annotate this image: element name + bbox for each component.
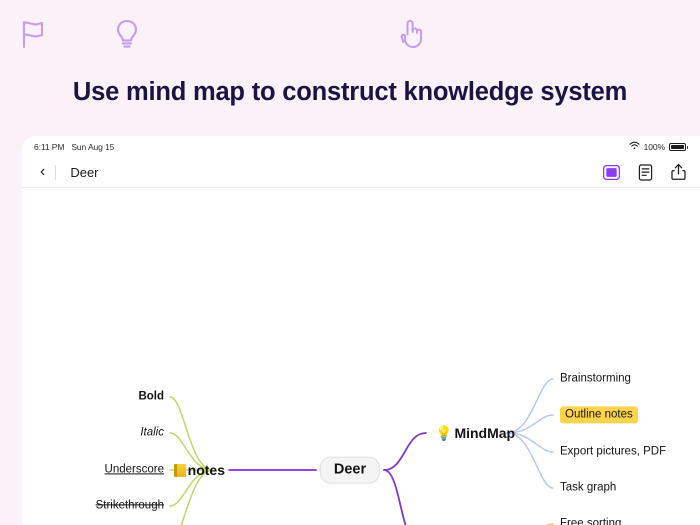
status-time: 6:11 PM	[34, 141, 65, 152]
node-label: Export pictures, PDF	[560, 445, 667, 458]
mindmap-leaf[interactable]: Task graph	[560, 481, 616, 494]
nav-actions	[603, 163, 686, 181]
node-label: Brainstorming	[560, 372, 631, 385]
node-label: Free sorting	[560, 517, 622, 525]
mindmap-leaf[interactable]: Outline notes	[560, 406, 638, 424]
mindmap-leaf[interactable]: Free sorting	[560, 517, 621, 525]
status-date: Sun Aug 15	[71, 141, 115, 152]
nav-bar: ‹ Deer	[22, 157, 700, 188]
node-label: Task graph	[560, 481, 617, 494]
document-title: Deer	[70, 164, 99, 180]
notes-folder-icon	[173, 463, 186, 477]
mindmap-connectors	[169, 378, 554, 525]
node-label: Underscore	[104, 463, 164, 476]
tablet-screen: 6:11 PM Sun Aug 15 100% ‹ Deer	[22, 136, 700, 525]
battery-icon	[669, 142, 688, 151]
outline-view-button[interactable]	[638, 163, 653, 181]
mindmap-root-label: Deer	[333, 461, 367, 478]
node-label: Bold	[138, 390, 164, 403]
mindmap-root-node[interactable]: Deer	[319, 456, 381, 484]
status-bar: 6:11 PM Sun Aug 15 100%	[22, 136, 700, 157]
mindmap-view-button[interactable]	[603, 164, 620, 180]
lightbulb-icon	[113, 18, 141, 57]
node-label: Outline notes	[560, 406, 638, 424]
status-bar-right: 100%	[629, 141, 688, 152]
mindmap-branch-notes[interactable]: notes	[173, 461, 225, 478]
mindmap-branch-mindmap[interactable]: 💡MindMap	[435, 425, 515, 441]
node-label: Italic	[140, 426, 164, 439]
status-bar-left: 6:11 PM Sun Aug 15	[34, 142, 114, 152]
page-title: Use mind map to construct knowledge syst…	[72, 78, 628, 106]
battery-percent: 100%	[643, 141, 665, 152]
branch-label: notes	[187, 461, 225, 478]
tap-hand-icon	[396, 17, 426, 56]
mindmap-leaf[interactable]: Underscore	[105, 463, 164, 476]
branch-label: MindMap	[454, 424, 516, 441]
lightbulb-emoji-icon: 💡	[435, 425, 453, 441]
mindmap-leaf[interactable]: Strikethrough	[96, 499, 164, 512]
node-label: Strikethrough	[95, 499, 164, 512]
share-button[interactable]	[671, 163, 686, 181]
mindmap-leaf[interactable]: Export pictures, PDF	[560, 445, 666, 458]
wifi-icon	[629, 141, 640, 152]
mindmap-leaf[interactable]: Italic	[140, 426, 164, 439]
flag-icon	[19, 18, 47, 55]
mindmap-leaf[interactable]: Bold	[138, 390, 164, 403]
back-button[interactable]: ‹	[40, 163, 46, 180]
mindmap-leaf[interactable]: Brainstorming	[560, 372, 631, 385]
nav-divider	[55, 164, 57, 180]
